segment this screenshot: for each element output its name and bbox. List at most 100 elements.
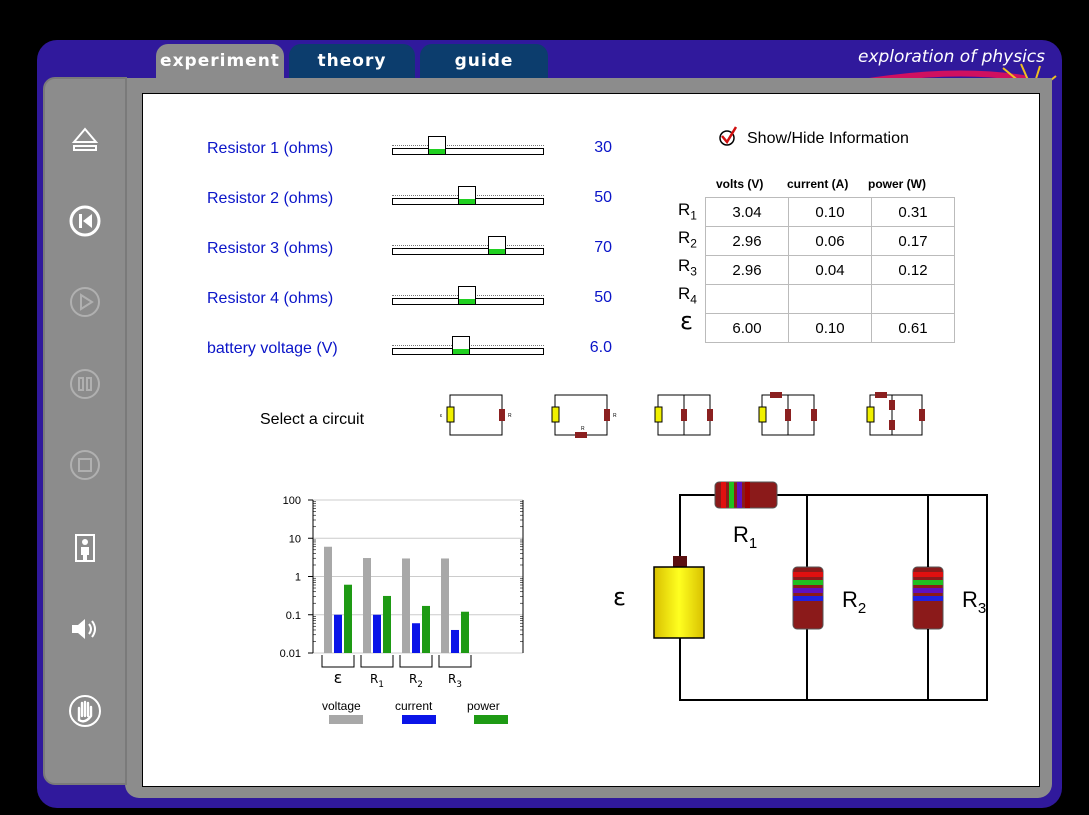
row-header-sub: 1 [690, 208, 697, 223]
tab-theory[interactable]: theory [289, 44, 415, 80]
sidebar [43, 77, 127, 785]
bar-voltage [363, 558, 371, 653]
circuit-option-2[interactable]: RR [545, 392, 619, 438]
bar-voltage [324, 546, 332, 653]
category-sub: 1 [378, 680, 384, 690]
slider-track [392, 148, 544, 155]
sound-button[interactable] [65, 609, 105, 649]
tab-experiment[interactable]: experiment [156, 44, 284, 80]
category-sub: 3 [456, 680, 462, 690]
bar-power [422, 605, 430, 653]
table-cell: 0.06 [788, 226, 872, 256]
slider-ticks [392, 145, 544, 148]
slider-thumb[interactable] [457, 286, 476, 304]
slider-track [392, 248, 544, 255]
y-tick-label: 100 [283, 495, 301, 507]
circuit-option-3[interactable] [648, 392, 722, 438]
y-tick-label: 1 [295, 572, 301, 584]
row-header: R3 [678, 256, 697, 278]
pause-button[interactable] [65, 364, 105, 404]
r1-label: R1 [733, 522, 757, 552]
stop-button[interactable] [65, 445, 105, 485]
bar-current [373, 614, 381, 653]
stop-icon [70, 450, 100, 480]
r2-label: R2 [842, 587, 866, 617]
restart-button[interactable] [65, 201, 105, 241]
table-cell: 2.96 [705, 255, 789, 285]
table-cell: 0.61 [871, 313, 955, 343]
category-name: R [409, 672, 417, 686]
control-slider-4[interactable] [392, 286, 544, 306]
row-header-sub: 2 [690, 236, 697, 251]
control-value-4: 50 [594, 289, 612, 306]
resistor-r3 [912, 566, 944, 630]
table-cell [705, 284, 789, 314]
table-cell: 2.96 [705, 226, 789, 256]
figure-icon [75, 534, 95, 562]
table-cell [788, 284, 872, 314]
slider-ticks [392, 245, 544, 248]
legend-swatch-current [402, 715, 436, 724]
bar-power [383, 595, 391, 653]
control-label-1: Resistor 1 (ohms) [207, 140, 334, 157]
bar-power [461, 611, 469, 653]
col-header-current: current (A) [787, 177, 849, 191]
play-button[interactable] [65, 282, 105, 322]
control-label-3: Resistor 3 (ohms) [207, 240, 334, 257]
table-cell: 3.04 [705, 197, 789, 227]
figure-button[interactable] [65, 528, 105, 568]
control-slider-1[interactable] [392, 136, 544, 156]
show-info-label[interactable]: Show/Hide Information [747, 130, 909, 147]
bar-current [334, 614, 342, 653]
circuit-option-5[interactable] [860, 392, 934, 438]
eject-button[interactable] [65, 119, 105, 159]
y-tick-label: 0.1 [286, 610, 301, 622]
control-label-2: Resistor 2 (ohms) [207, 190, 334, 207]
row-header-sub: 3 [690, 264, 697, 279]
bar-power [344, 584, 352, 653]
control-value-2: 50 [594, 189, 612, 206]
control-slider-2[interactable] [392, 186, 544, 206]
row-header-name: R [678, 256, 691, 275]
table-cell: 0.10 [788, 313, 872, 343]
resistor-r2 [792, 566, 824, 630]
category-name: R [370, 672, 378, 686]
show-info-checkbox[interactable] [717, 125, 739, 147]
table-cell: 0.31 [871, 197, 955, 227]
svg-text:R: R [508, 413, 512, 419]
slider-thumb[interactable] [487, 236, 506, 254]
svg-text:R: R [613, 413, 617, 419]
slider-thumb[interactable] [451, 336, 470, 354]
hand-button[interactable] [65, 691, 105, 731]
table-row [705, 284, 955, 314]
category-name: R [448, 672, 456, 686]
svg-text:ε: ε [440, 413, 443, 419]
category-bracket [360, 655, 394, 668]
hand-icon [69, 695, 101, 727]
brand-title: exploration of physics [857, 47, 1045, 67]
sound-icon [72, 619, 96, 639]
control-label-4: Resistor 4 (ohms) [207, 290, 334, 307]
tab-guide[interactable]: guide [420, 44, 548, 80]
select-circuit-label: Select a circuit [260, 411, 365, 428]
x-category-label: R2 [409, 672, 423, 690]
category-sub: 2 [417, 680, 423, 690]
restart-icon [69, 205, 101, 237]
control-slider-5[interactable] [392, 336, 544, 356]
x-category-label: R3 [448, 672, 462, 690]
category-bracket [399, 655, 433, 668]
slider-thumb[interactable] [457, 186, 476, 204]
eject-icon [71, 127, 99, 151]
slider-thumb[interactable] [427, 136, 446, 154]
y-tick-label: 10 [289, 533, 301, 545]
control-slider-3[interactable] [392, 236, 544, 256]
circuit-option-4[interactable] [752, 392, 826, 438]
control-value-3: 70 [594, 239, 612, 256]
category-bracket [321, 655, 355, 668]
control-value-1: 30 [594, 139, 612, 156]
row-header-name: ε [680, 307, 693, 335]
